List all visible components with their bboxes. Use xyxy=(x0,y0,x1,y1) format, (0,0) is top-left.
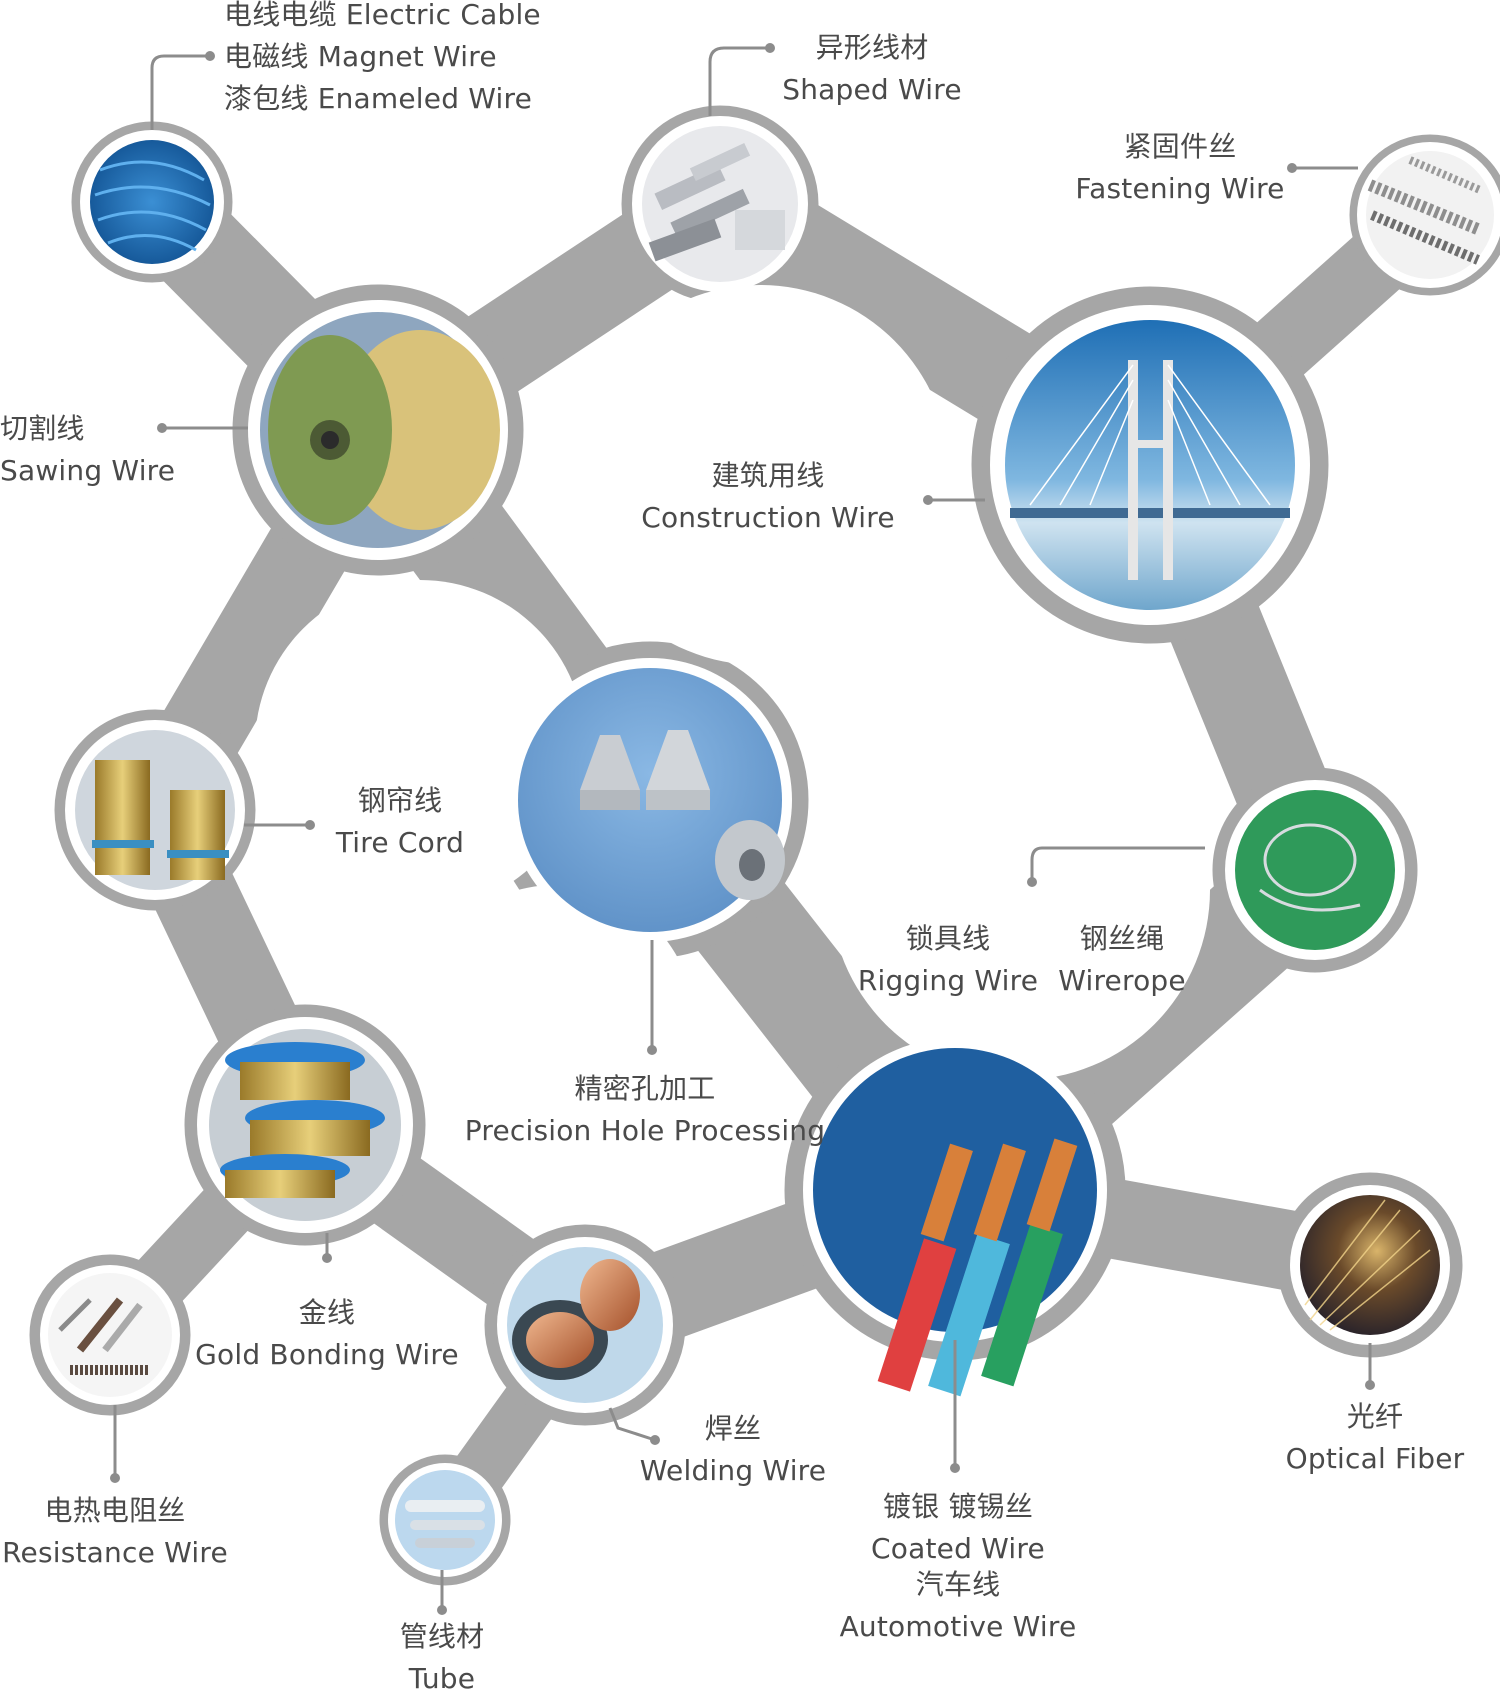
tube-photo xyxy=(395,1470,495,1570)
label-resistance-en: Resistance Wire xyxy=(2,1536,228,1569)
label-automotive-en: Automotive Wire xyxy=(839,1610,1077,1643)
label-fastening-wire: 紧固件丝 Fastening Wire xyxy=(1075,126,1284,210)
label-tube-zh: 管线材 xyxy=(399,1620,485,1653)
label-construction-zh: 建筑用线 xyxy=(711,459,825,492)
label-sawing-wire: 切割线 Sawing Wire xyxy=(0,408,175,492)
shaped-wire-photo xyxy=(642,126,798,282)
label-wirerope-en: Wirerope xyxy=(1058,964,1186,997)
automotive-wire-photo xyxy=(813,1048,1097,1397)
label-fastening-zh: 紧固件丝 xyxy=(1123,130,1237,163)
label-coated-zh: 镀银 镀锡丝 xyxy=(882,1490,1034,1523)
label-fastening-en: Fastening Wire xyxy=(1075,172,1285,205)
label-magnet-wire: 电磁线 Magnet Wire xyxy=(224,40,497,73)
label-optical-fiber: 光纤 Optical Fiber xyxy=(1286,1396,1465,1480)
label-coated-automotive: 镀银 镀锡丝 Coated Wire 汽车线 Automotive Wire xyxy=(840,1486,1077,1648)
label-shaped-en: Shaped Wire xyxy=(782,73,962,106)
label-tirecord-zh: 钢帘线 xyxy=(357,784,443,817)
label-welding-en: Welding Wire xyxy=(639,1454,827,1487)
label-rigging-wire: 锁具线 Rigging Wire xyxy=(858,918,1038,1002)
label-rigging-zh: 锁具线 xyxy=(905,922,991,955)
label-automotive-zh: 汽车线 xyxy=(915,1568,1001,1601)
label-sawing-zh: 切割线 xyxy=(0,412,85,445)
label-enameled-wire: 漆包线 Enameled Wire xyxy=(224,82,533,115)
label-welding-wire: 焊丝 Welding Wire xyxy=(640,1408,826,1492)
label-electric-cable-group: 电线电缆 Electric Cable 电磁线 Magnet Wire 漆包线 … xyxy=(224,0,541,120)
precision-hole-photo xyxy=(518,668,785,932)
label-sawing-en: Sawing Wire xyxy=(0,454,176,487)
label-gold-zh: 金线 xyxy=(298,1296,356,1329)
tire-cord-photo xyxy=(75,730,235,890)
optical-fiber-photo xyxy=(1300,1195,1440,1335)
label-optical-zh: 光纤 xyxy=(1346,1400,1404,1433)
label-resistance-zh: 电热电阻丝 xyxy=(44,1494,186,1527)
label-resistance-wire: 电热电阻丝 Resistance Wire xyxy=(2,1490,228,1574)
gold-bonding-photo xyxy=(209,1029,401,1221)
sawing-wire-photo xyxy=(260,312,500,548)
label-construction-en: Construction Wire xyxy=(641,501,895,534)
electric-cable-photo xyxy=(90,140,214,264)
label-precision-hole: 精密孔加工 Precision Hole Processing xyxy=(465,1068,825,1152)
label-construction-wire: 建筑用线 Construction Wire xyxy=(641,455,895,539)
label-tire-cord: 钢帘线 Tire Cord xyxy=(336,780,464,864)
wirerope-photo xyxy=(1235,790,1395,950)
label-wirerope: 钢丝绳 Wirerope xyxy=(1058,918,1186,1002)
label-wirerope-zh: 钢丝绳 xyxy=(1079,922,1165,955)
label-precision-zh: 精密孔加工 xyxy=(574,1072,716,1105)
network-holes xyxy=(255,285,1210,1165)
label-shaped-zh: 异形线材 xyxy=(815,31,929,64)
label-welding-zh: 焊丝 xyxy=(704,1412,762,1445)
connector-dots xyxy=(110,43,1375,1615)
connector-lines xyxy=(113,46,1372,1610)
fastening-wire-photo xyxy=(1366,151,1494,279)
label-optical-en: Optical Fiber xyxy=(1285,1442,1465,1475)
label-gold-en: Gold Bonding Wire xyxy=(195,1338,459,1371)
label-tirecord-en: Tire Cord xyxy=(335,826,465,859)
label-tube-en: Tube xyxy=(408,1662,476,1695)
label-gold-bonding: 金线 Gold Bonding Wire xyxy=(195,1292,459,1376)
label-tube: 管线材 Tube xyxy=(400,1616,485,1700)
label-electric-cable: 电线电缆 Electric Cable xyxy=(224,0,541,31)
label-coated-en: Coated Wire xyxy=(871,1532,1045,1565)
label-rigging-en: Rigging Wire xyxy=(857,964,1039,997)
label-precision-en: Precision Hole Processing xyxy=(464,1114,826,1147)
welding-wire-photo xyxy=(507,1247,663,1403)
label-shaped-wire: 异形线材 Shaped Wire xyxy=(782,27,962,111)
construction-wire-photo xyxy=(1005,320,1295,610)
resistance-wire-photo xyxy=(48,1273,172,1397)
